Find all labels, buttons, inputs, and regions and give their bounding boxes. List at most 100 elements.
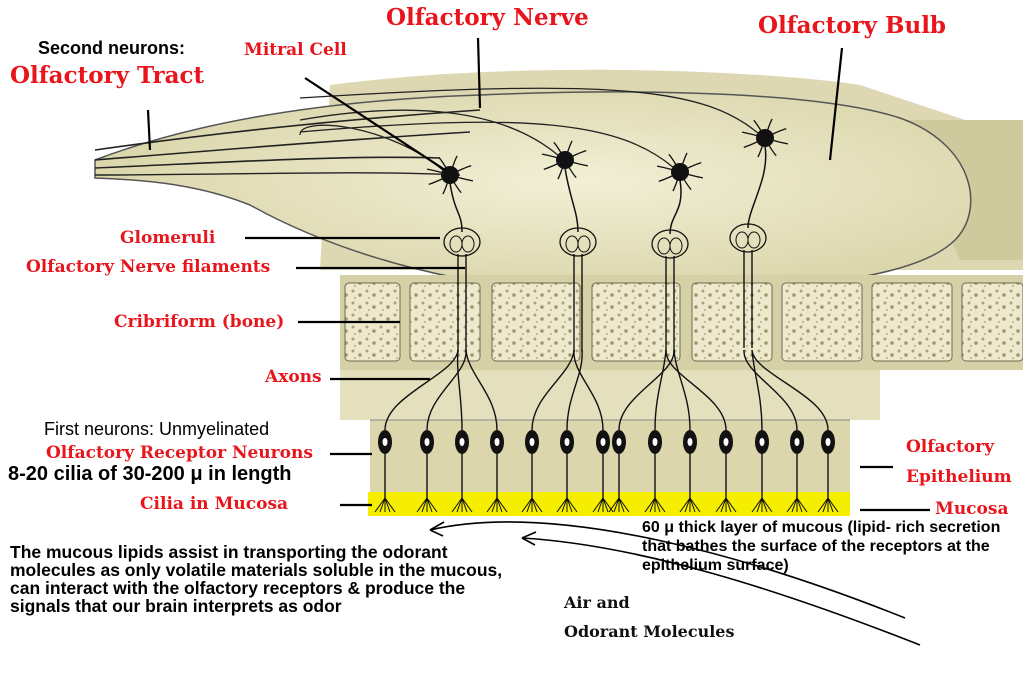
cilium — [756, 497, 763, 513]
label-second-neurons: Second neurons: — [38, 38, 186, 58]
receptor-axon — [456, 349, 463, 431]
glomerulus-loop — [747, 231, 761, 249]
cilium — [521, 497, 533, 513]
cilium — [566, 497, 573, 513]
cribriform-bone — [340, 275, 1023, 370]
cilium — [827, 497, 834, 513]
label-olfactory-nerve-filaments: Olfactory Nerve filaments — [26, 257, 271, 277]
cilium — [384, 497, 396, 513]
cilium — [384, 497, 391, 513]
glomerulus-loop — [461, 235, 475, 253]
receptor-axon — [426, 349, 467, 431]
receptor-nucleus — [687, 438, 693, 446]
cilium — [421, 497, 428, 513]
cilium — [561, 497, 568, 513]
cilium — [654, 497, 661, 513]
mitral-output-axon — [299, 109, 560, 157]
label-olfactory-tract: Olfactory Tract — [10, 62, 205, 89]
receptor-nucleus — [600, 438, 606, 446]
label-first-neurons: First neurons: Unmyelinated — [44, 419, 270, 439]
cilium — [720, 497, 727, 513]
glomerulus — [443, 227, 481, 257]
cilium — [791, 497, 798, 513]
mitral-cell-body — [556, 151, 574, 169]
receptor-nucleus — [494, 438, 500, 446]
mitral-axon — [564, 167, 579, 233]
cilium — [491, 497, 498, 513]
cilium — [613, 497, 620, 513]
label-olfactory-nerve: Olfactory Nerve — [386, 4, 589, 31]
mucous-unit: μ — [664, 519, 675, 536]
glomerulus-loop — [669, 237, 683, 255]
label-mitral-cell: Mitral Cell — [244, 40, 347, 60]
mitral-output-axon — [299, 121, 675, 169]
cilium — [426, 497, 438, 513]
label-olfactory-receptor-neurons: Olfactory Receptor Neurons — [46, 443, 313, 463]
cilium — [602, 497, 609, 513]
mitral-cell-body — [671, 163, 689, 181]
receptor-nucleus — [759, 438, 765, 446]
label-olfactory-epithelium-2: Epithelium — [906, 467, 1012, 487]
cilium — [644, 497, 656, 513]
cilium — [592, 497, 604, 513]
receptor-nucleus — [794, 438, 800, 446]
label-mucosa: Mucosa — [935, 499, 1009, 519]
receptor-nucleus — [424, 438, 430, 446]
receptor-axon — [566, 349, 583, 431]
mucous-note-text: thick layer of mucous (lipid- rich secre… — [642, 519, 1001, 574]
receptor-axon — [618, 349, 675, 431]
mitral-cell-body — [441, 166, 459, 184]
receptor-axon — [465, 349, 498, 431]
label-cilia-length: 8-20 cilia of 30-200 μ in length — [8, 464, 291, 484]
receptor-axon — [743, 349, 798, 431]
cilium — [679, 497, 691, 513]
label-air-and: Air and — [564, 593, 630, 612]
cilium — [486, 497, 498, 513]
cilia-length-value: 8-20 cilia of 30-200 — [8, 463, 185, 485]
cilium — [796, 497, 803, 513]
receptor-axon — [751, 349, 763, 431]
receptor-axon — [384, 349, 459, 431]
glomerulus — [729, 223, 767, 253]
cilium — [817, 497, 829, 513]
label-axons: Axons — [265, 367, 322, 387]
mitral-cell-body — [756, 129, 774, 147]
label-odorant-molecules: Odorant Molecules — [564, 622, 735, 641]
neuron-group — [299, 87, 839, 513]
receptor-axon — [665, 349, 727, 431]
cilium — [602, 497, 614, 513]
receptor-axon — [573, 349, 604, 431]
label-cilia-in-mucosa: Cilia in Mucosa — [140, 494, 289, 514]
receptor-nucleus — [382, 438, 388, 446]
cilium — [608, 497, 620, 513]
epithelium-layer — [370, 419, 850, 492]
leader-lines — [146, 37, 930, 512]
cilium — [526, 497, 533, 513]
receptor-nucleus — [825, 438, 831, 446]
cilium — [597, 497, 604, 513]
cilium — [654, 497, 666, 513]
glomerulus — [651, 229, 689, 259]
cilium — [618, 497, 625, 513]
cilium — [725, 497, 732, 513]
cilium — [725, 497, 737, 513]
receptor-nucleus — [529, 438, 535, 446]
cilium — [689, 497, 701, 513]
cilium — [451, 497, 463, 513]
label-glomeruli: Glomeruli — [120, 228, 216, 248]
cilium — [566, 497, 578, 513]
cilium — [426, 497, 433, 513]
cilium — [827, 497, 839, 513]
cilium — [456, 497, 463, 513]
cilium — [531, 497, 538, 513]
mucous-lipids-paragraph: The mucous lipids assist in transporting… — [10, 542, 503, 616]
cilium — [556, 497, 568, 513]
mitral-axon — [747, 145, 767, 229]
cilium — [461, 497, 473, 513]
receptor-axon — [673, 349, 691, 431]
cilium — [689, 497, 696, 513]
receptor-nucleus — [723, 438, 729, 446]
receptor-axon — [751, 349, 829, 431]
mucous-note: 60 μ thick layer of mucous (lipid- rich … — [642, 518, 1020, 575]
